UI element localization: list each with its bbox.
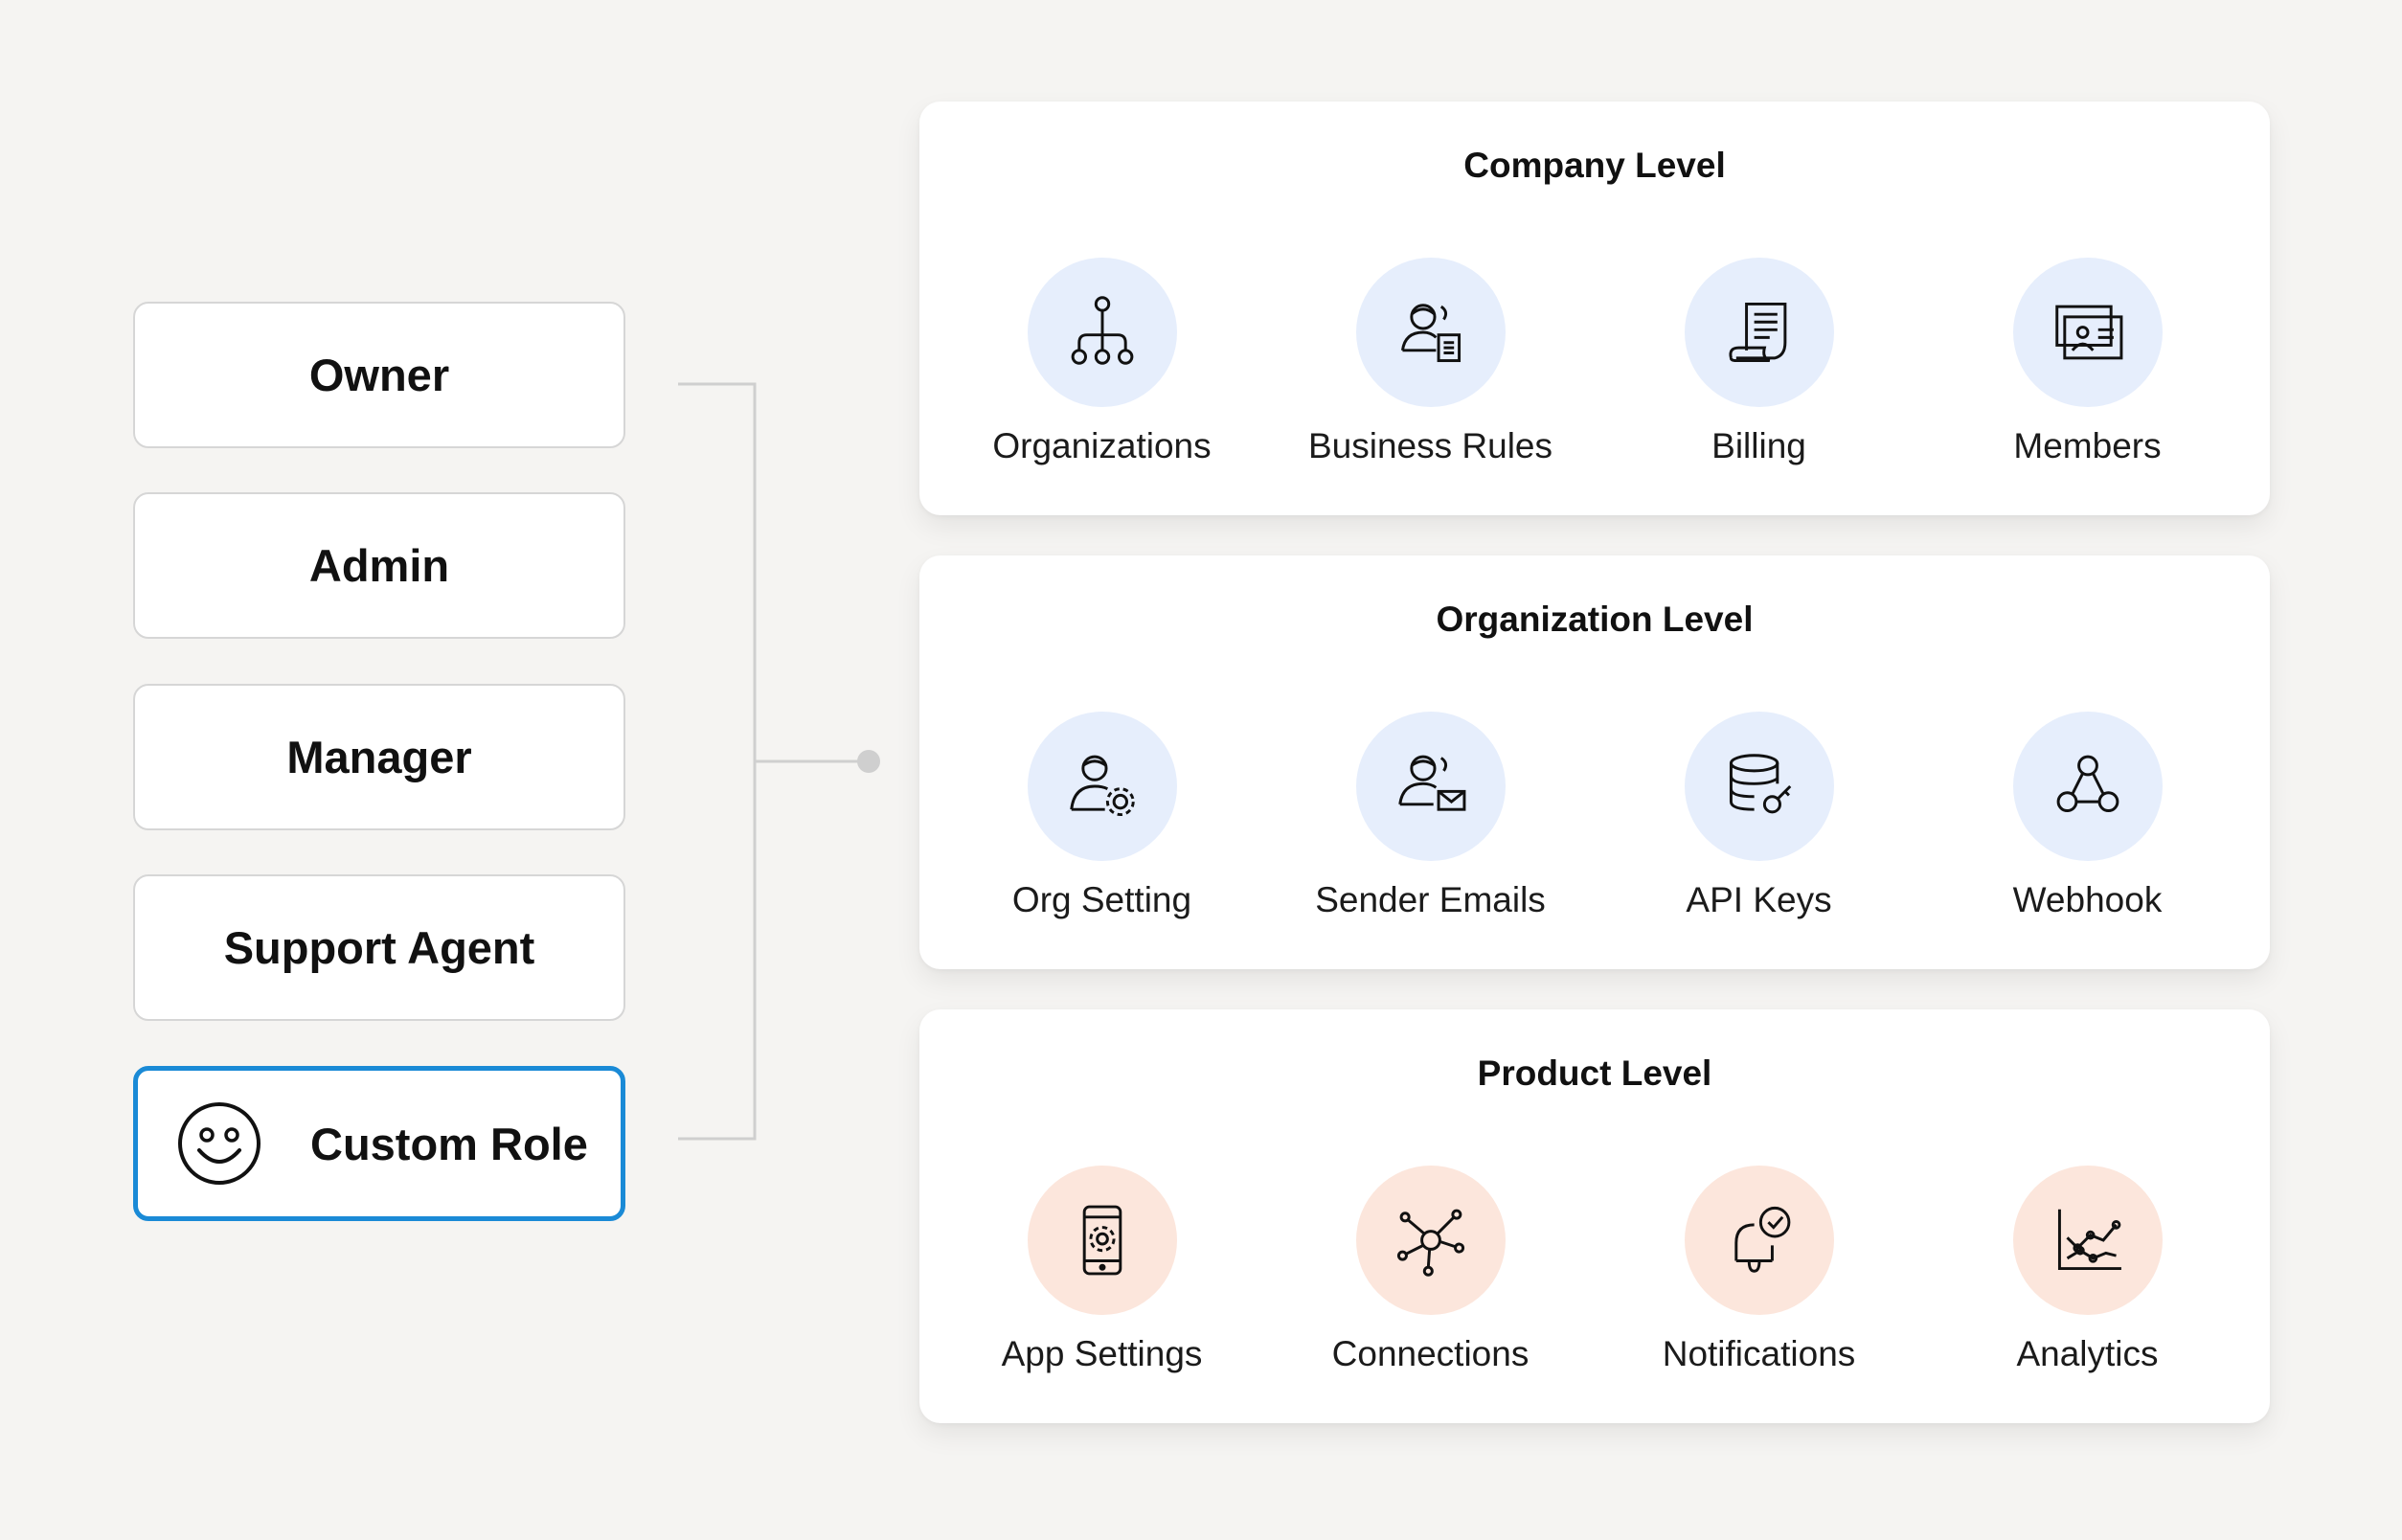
user-document-icon <box>1400 304 1461 363</box>
line-chart-icon <box>2057 1209 2121 1271</box>
panel-company-level: Company Level Organizations <box>919 102 2270 515</box>
item-notifications[interactable]: Notifications <box>1595 1166 1923 1374</box>
item-api-keys[interactable]: API Keys <box>1595 712 1923 920</box>
role-label: Admin <box>308 540 450 591</box>
phone-gear-icon <box>1082 1205 1122 1276</box>
item-analytics[interactable]: Analytics <box>1923 1166 2252 1374</box>
panel-title: Product Level <box>1477 1053 1712 1093</box>
role-label: Custom Role <box>310 1118 588 1169</box>
database-key-icon <box>1729 754 1791 814</box>
panel-title: Company Level <box>1463 146 1726 185</box>
bell-check-icon <box>1734 1206 1790 1273</box>
hierarchy-icon <box>1071 296 1133 365</box>
panel-title: Organization Level <box>1436 600 1754 639</box>
item-webhook[interactable]: Webhook <box>1923 712 2252 920</box>
item-label: Members <box>2013 426 2162 465</box>
user-mail-icon <box>1397 755 1465 811</box>
connector-dot <box>857 750 880 773</box>
webhook-icon <box>2056 755 2119 813</box>
user-gear-icon <box>1069 755 1135 817</box>
role-label: Manager <box>286 732 472 782</box>
role-owner[interactable]: Owner <box>133 302 625 448</box>
network-icon <box>1396 1209 1464 1277</box>
item-label: Analytics <box>2016 1334 2159 1373</box>
panel-organization-level: Organization Level Org Setting <box>919 555 2270 969</box>
role-admin[interactable]: Admin <box>133 492 625 639</box>
role-label: Owner <box>308 350 450 400</box>
item-business-rules[interactable]: Business Rules <box>1266 258 1595 466</box>
item-org-setting[interactable]: Org Setting <box>938 712 1266 920</box>
item-members[interactable]: Members <box>1923 258 2252 466</box>
item-label: Sender Emails <box>1315 880 1546 919</box>
item-label: Business Rules <box>1307 426 1552 465</box>
role-custom[interactable]: Custom Role <box>133 1066 625 1221</box>
role-support-agent[interactable]: Support Agent <box>133 874 625 1021</box>
role-label: Support Agent <box>223 922 535 973</box>
item-label: Webhook <box>2012 880 2163 919</box>
panel-product-level: Product Level App Settings <box>919 1009 2270 1423</box>
item-label: App Settings <box>1001 1334 1203 1373</box>
item-label: Billing <box>1711 426 1806 465</box>
item-billing[interactable]: Billing <box>1595 258 1923 466</box>
item-sender-emails[interactable]: Sender Emails <box>1266 712 1595 920</box>
item-label: API Keys <box>1686 880 1832 919</box>
item-label: Connections <box>1331 1334 1530 1373</box>
id-cards-icon <box>2054 305 2122 360</box>
role-manager[interactable]: Manager <box>133 684 625 830</box>
item-organizations[interactable]: Organizations <box>938 258 1266 466</box>
item-connections[interactable]: Connections <box>1266 1166 1595 1374</box>
smiley-icon <box>178 1102 261 1185</box>
item-app-settings[interactable]: App Settings <box>938 1166 1266 1374</box>
item-label: Organizations <box>992 426 1212 465</box>
receipt-scroll-icon <box>1728 302 1786 363</box>
item-label: Org Setting <box>1011 880 1192 919</box>
item-label: Notifications <box>1662 1334 1856 1373</box>
